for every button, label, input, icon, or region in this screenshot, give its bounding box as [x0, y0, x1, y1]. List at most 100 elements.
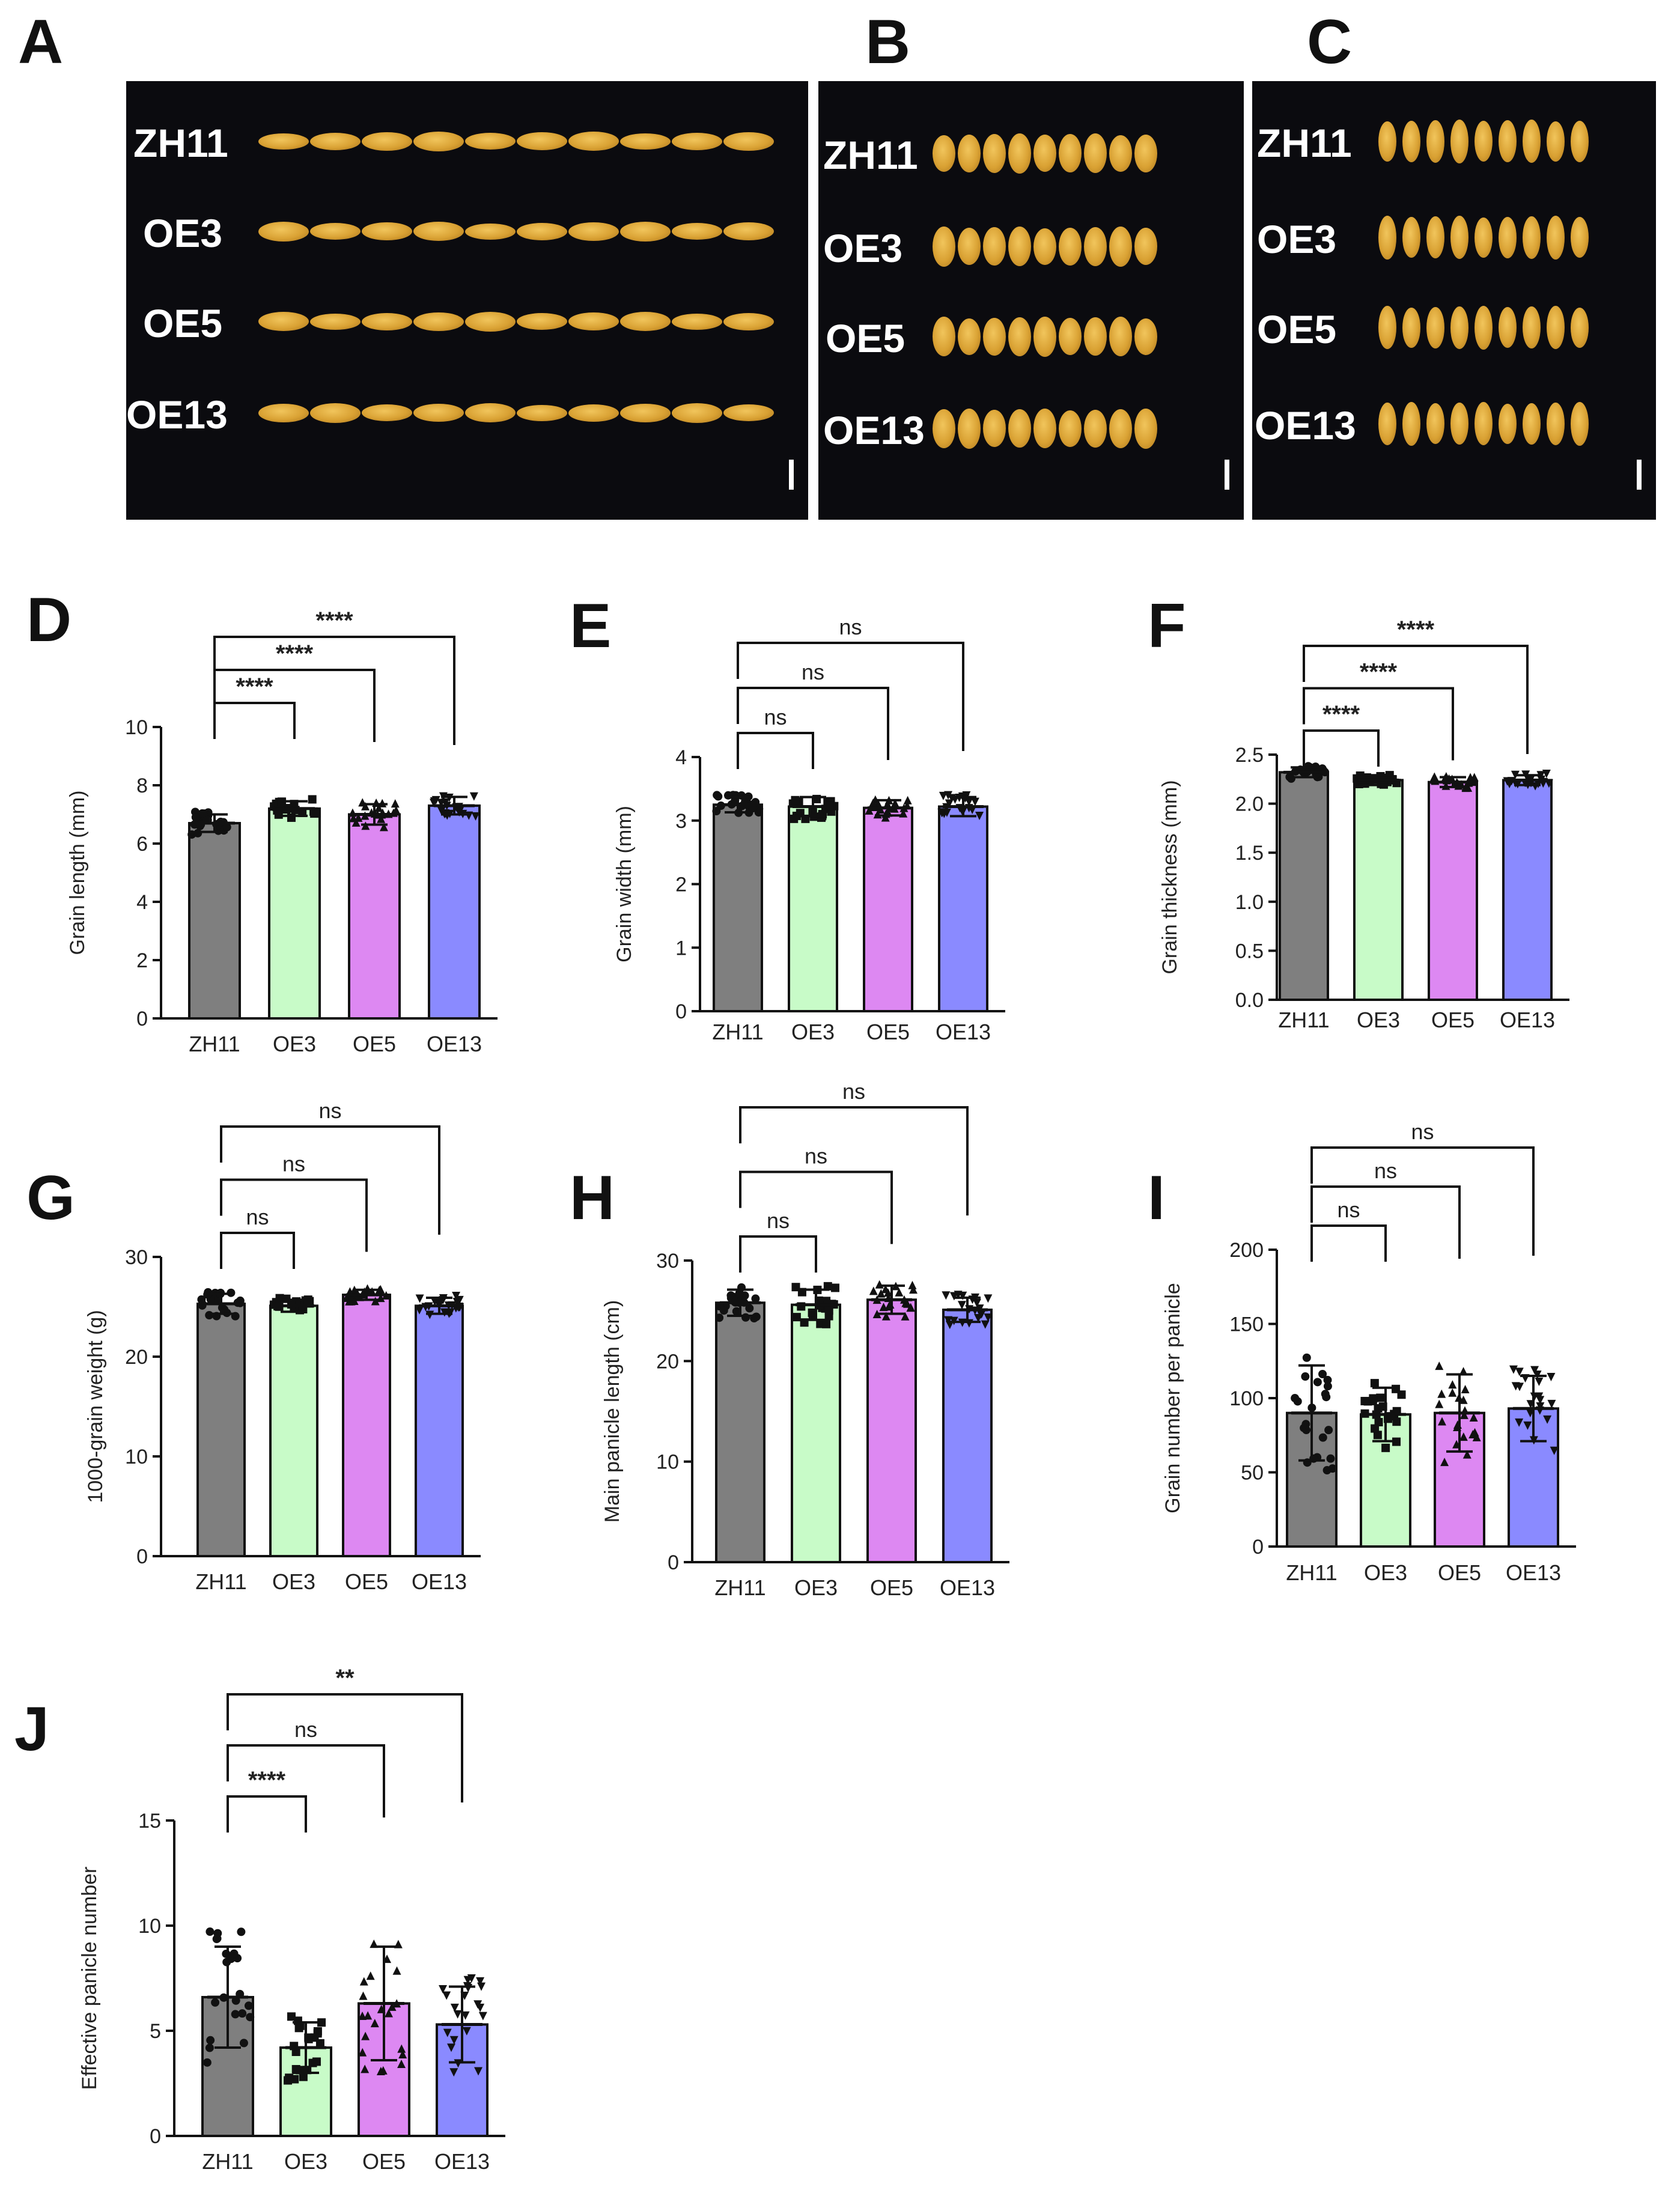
data-point [377, 2004, 386, 2013]
bar-oe5 [348, 813, 401, 1020]
data-point [899, 809, 908, 818]
rice-grain [723, 222, 774, 240]
category-label: OE3 [791, 1020, 835, 1044]
rice-grain [1547, 121, 1565, 162]
data-point [222, 1949, 231, 1958]
rice-grain [413, 404, 464, 422]
data-point [1397, 1390, 1406, 1399]
data-point [1466, 776, 1475, 785]
data-point [430, 1297, 439, 1306]
rice-grain [517, 132, 567, 150]
data-point [371, 1297, 380, 1306]
rice-grain [1378, 215, 1396, 260]
rice-grain [620, 133, 671, 150]
category-label: OE3 [273, 1032, 316, 1056]
rice-grain [983, 133, 1006, 173]
rice-grain [1571, 217, 1589, 258]
significance-bracket [220, 1178, 368, 1252]
data-point [726, 1291, 735, 1300]
data-point [1318, 1433, 1327, 1442]
data-point [964, 804, 973, 813]
data-point [1302, 1426, 1311, 1435]
data-point [788, 799, 797, 808]
data-point [239, 2039, 248, 2048]
data-point [735, 1298, 744, 1307]
data-point [1322, 1393, 1331, 1402]
rice-grain [958, 318, 981, 355]
y-axis-label: Main panicle length (cm) [601, 1300, 624, 1522]
data-point [1306, 765, 1315, 774]
data-point [236, 1296, 245, 1305]
rice-grain [672, 223, 722, 240]
data-point [274, 810, 283, 819]
data-point [392, 1999, 401, 2008]
data-point [1536, 771, 1545, 780]
data-point [1462, 1450, 1472, 1459]
data-point [881, 1312, 890, 1321]
data-point [452, 1292, 461, 1301]
category-label: OE3 [272, 1569, 315, 1594]
data-point [291, 806, 300, 815]
rice-grain [465, 403, 516, 422]
data-point [1371, 1424, 1380, 1433]
data-point [367, 808, 376, 817]
data-point [219, 826, 228, 835]
data-point [197, 1295, 206, 1304]
data-point [353, 1288, 362, 1297]
data-point [962, 791, 971, 800]
data-point [891, 1282, 900, 1291]
data-point [1547, 1399, 1556, 1408]
data-point [205, 2043, 214, 2052]
data-point [744, 802, 753, 811]
y-tick-label: 3 [675, 810, 687, 833]
data-point [296, 2066, 305, 2075]
data-point [734, 808, 743, 817]
rice-grain [1378, 121, 1396, 162]
data-point [292, 1297, 301, 1306]
rice-grain [1059, 318, 1082, 355]
rice-grain [983, 227, 1006, 266]
data-point [1318, 764, 1327, 773]
data-point [740, 1298, 749, 1307]
data-point [1526, 1408, 1535, 1417]
y-tick-label: 10 [656, 1451, 679, 1474]
data-point [211, 1998, 220, 2007]
data-point [875, 1280, 884, 1289]
data-point [238, 2009, 247, 2018]
rice-grain [1008, 133, 1031, 174]
photo-row-label: OE13 [126, 392, 228, 437]
data-point [368, 1287, 377, 1296]
data-point [1297, 765, 1306, 774]
data-point [440, 1308, 449, 1317]
data-point [713, 791, 722, 800]
y-tick-label: 200 [1229, 1239, 1264, 1262]
data-point [212, 1935, 221, 1944]
data-point [290, 1304, 299, 1313]
data-point [1372, 1410, 1381, 1419]
data-point [304, 1298, 313, 1307]
data-point [808, 808, 817, 817]
rice-grain [1134, 318, 1157, 355]
rice-grain [933, 317, 955, 356]
significance-label: ns [842, 1079, 865, 1104]
data-point [352, 818, 361, 827]
data-point [813, 1285, 822, 1294]
data-point [222, 1957, 231, 1966]
data-point [213, 1929, 222, 1938]
data-point [359, 1991, 368, 2000]
rice-grain [362, 132, 412, 151]
data-point [1293, 1397, 1302, 1406]
data-point [809, 812, 818, 821]
data-point [347, 1292, 356, 1301]
y-tick-label: 8 [136, 774, 148, 797]
data-point [449, 2036, 458, 2045]
data-point [355, 1292, 364, 1301]
photo-row-label: OE13 [823, 408, 925, 452]
significance-label: ns [282, 1152, 305, 1176]
data-point [392, 1966, 401, 1975]
data-point [791, 1283, 800, 1292]
data-point [445, 809, 454, 818]
y-tick-label: 10 [138, 1915, 161, 1938]
data-point [879, 1303, 888, 1312]
